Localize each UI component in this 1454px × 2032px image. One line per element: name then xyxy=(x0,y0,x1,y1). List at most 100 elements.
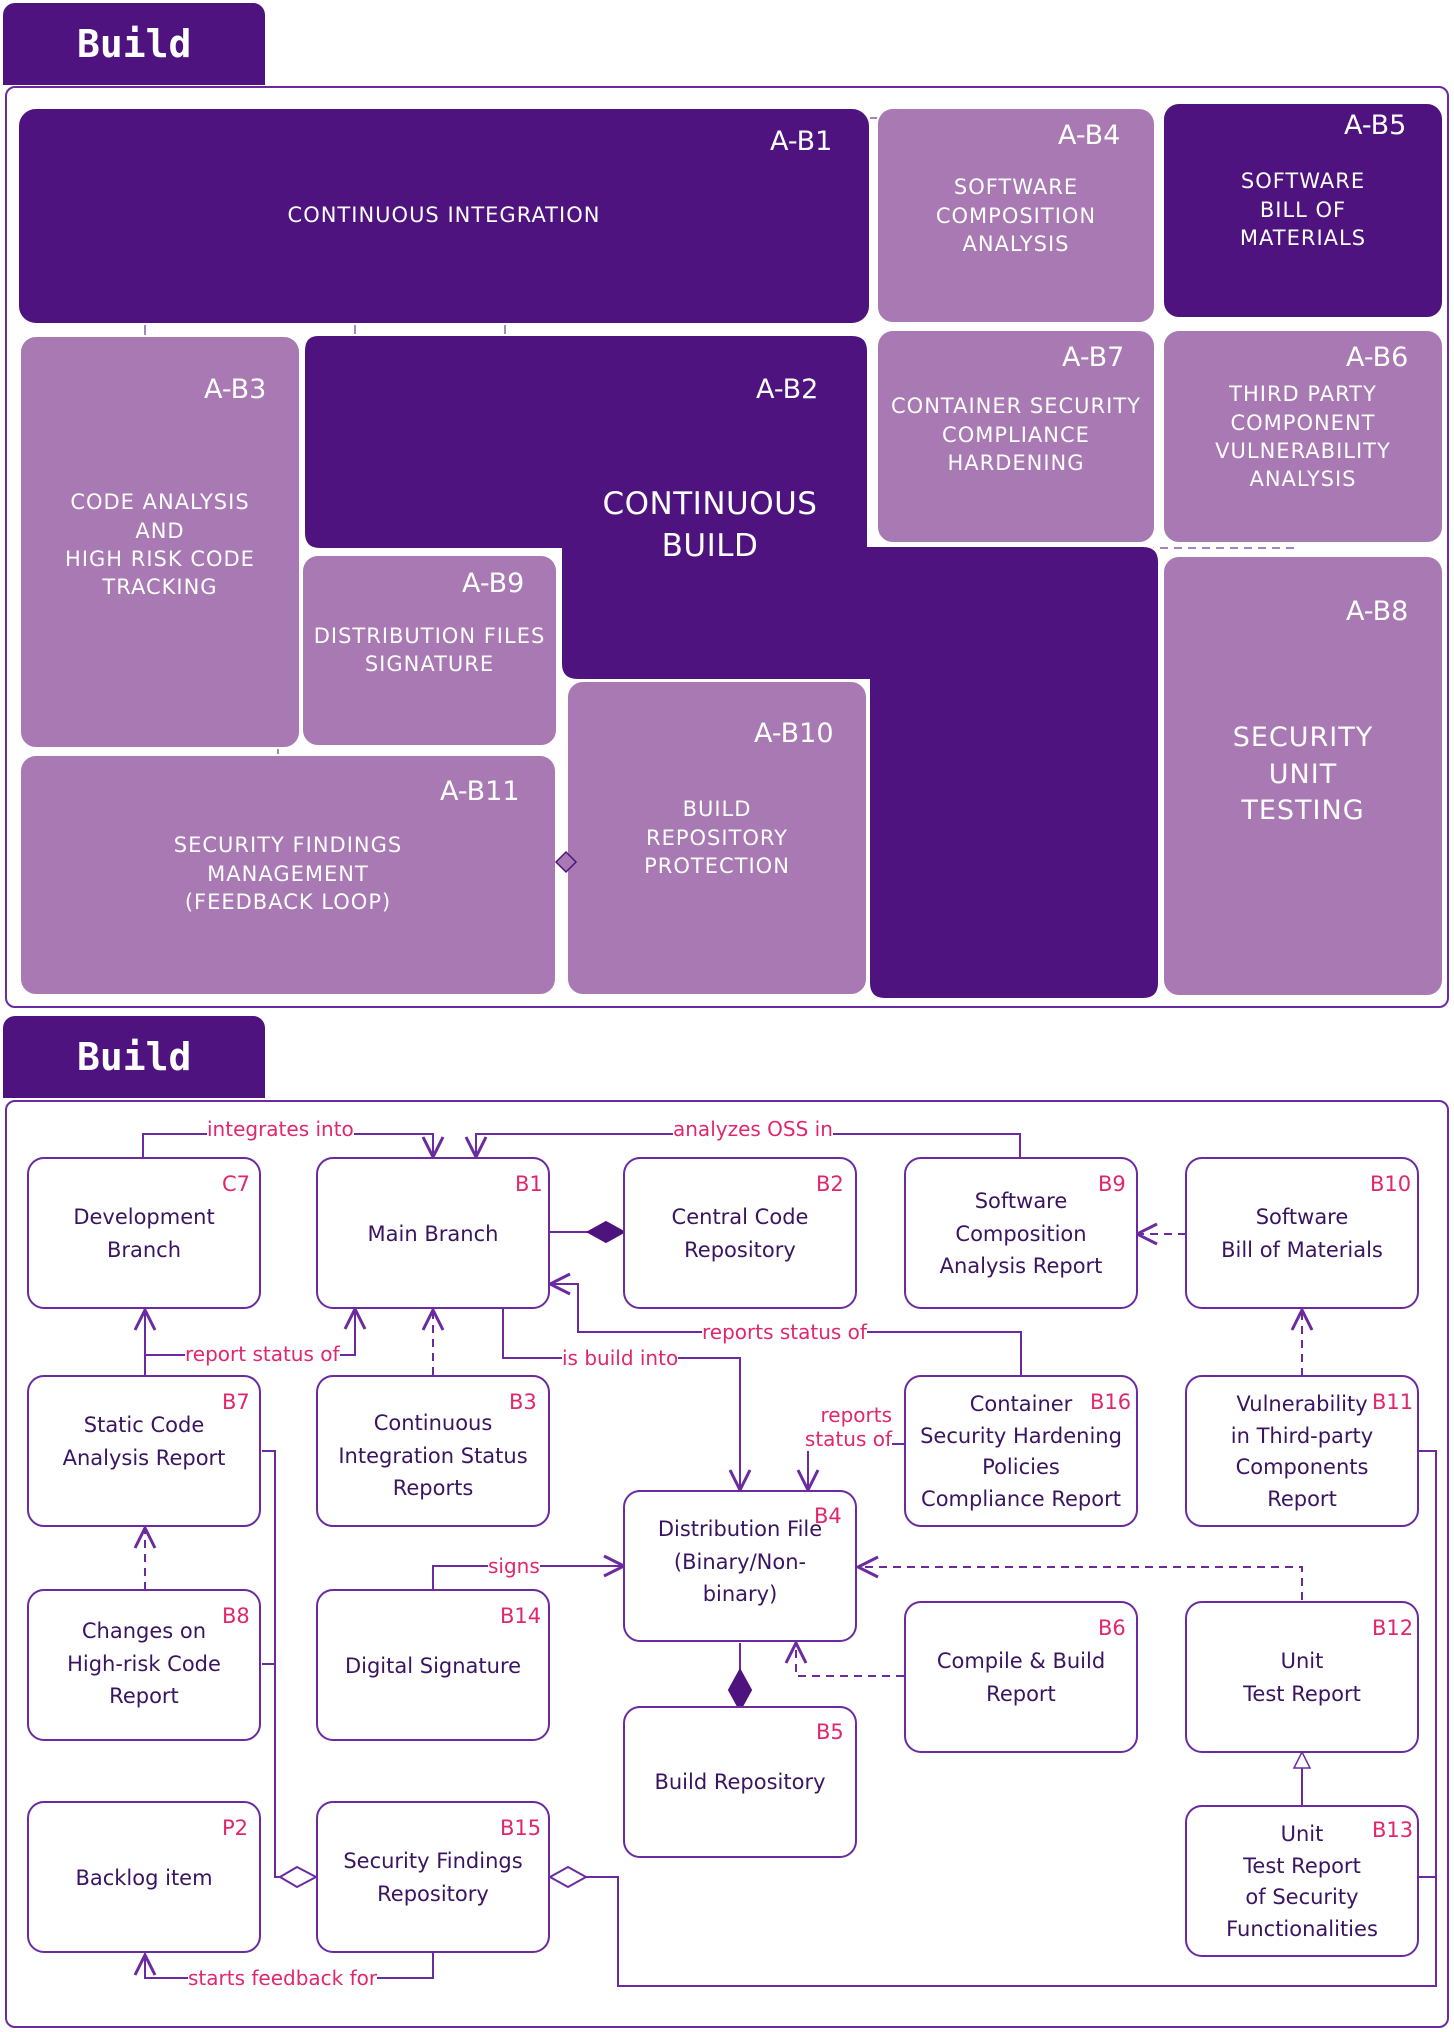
tile-code: A-B8 xyxy=(1346,596,1409,627)
tile-a-b10 xyxy=(566,680,868,996)
tile-a-b8 xyxy=(1162,555,1444,997)
edge-signs xyxy=(432,1566,624,1590)
tile-a-b1 xyxy=(17,107,871,325)
box-label: Distribution File (Binary/Non- binary) xyxy=(657,1517,823,1607)
box-code: B4 xyxy=(814,1504,842,1528)
tile-code: A-B9 xyxy=(462,568,525,599)
tile-label: CONTINUOUS INTEGRATION xyxy=(287,202,601,227)
box-label: Digital Signature xyxy=(344,1653,522,1678)
tile-label: SOFTWARE BILL OF MATERIALS xyxy=(1239,169,1367,251)
tile-a-b5 xyxy=(1162,102,1444,319)
top-capability-map xyxy=(17,102,1444,1000)
box-b3 xyxy=(316,1375,550,1527)
box-code: B7 xyxy=(222,1390,250,1414)
box-label: Build Repository xyxy=(654,1769,826,1794)
box-label: Security Findings Repository xyxy=(343,1849,523,1906)
box-code: B5 xyxy=(816,1720,844,1744)
top-panel-frame xyxy=(5,86,1449,1008)
edge-b6-b4 xyxy=(796,1643,904,1677)
box-b11 xyxy=(1185,1375,1419,1527)
tile-label: CONTINUOUS BUILD xyxy=(602,486,818,564)
box-b16 xyxy=(904,1375,1138,1527)
box-label: Main Branch xyxy=(367,1221,499,1246)
tile-label: SOFTWARE COMPOSITION ANALYSIS xyxy=(935,175,1097,257)
tile-label: SECURITY FINDINGS MANAGEMENT (FEEDBACK L… xyxy=(173,833,403,915)
box-code: B2 xyxy=(816,1172,844,1196)
tile-a-b9 xyxy=(301,554,558,747)
box-c7 xyxy=(27,1157,261,1309)
box-b8 xyxy=(27,1589,261,1741)
tile-a-b4 xyxy=(876,107,1156,324)
box-code: B12 xyxy=(1372,1616,1414,1640)
relation-label: starts feedback for xyxy=(188,1966,378,1990)
top-panel-tab-label: Build xyxy=(77,22,192,66)
relation-label: integrates into xyxy=(207,1117,354,1141)
tile-a-b2 xyxy=(303,334,1160,1000)
tile-code: A-B7 xyxy=(1062,342,1125,373)
box-label: Compile & Build Report xyxy=(936,1649,1106,1706)
box-code: B1 xyxy=(515,1172,543,1196)
tile-code: A-B1 xyxy=(770,126,833,157)
box-b10 xyxy=(1185,1157,1419,1309)
tile-code: A-B11 xyxy=(440,776,520,807)
bottom-panel-frame xyxy=(5,1100,1449,2028)
tile-label: CODE ANALYSIS AND HIGH RISK CODE TRACKIN… xyxy=(65,490,255,600)
relation-label: report status of xyxy=(185,1342,340,1366)
box-label: Development Branch xyxy=(73,1205,215,1262)
box-label: Unit Test Report xyxy=(1243,1649,1361,1706)
box-label: Continuous Integration Status Reports xyxy=(338,1411,528,1501)
relation-label: reports status of xyxy=(800,1403,892,1451)
edge-b12-b4 xyxy=(858,1567,1303,1600)
top-panel-tab: Build xyxy=(3,3,265,85)
box-code: B6 xyxy=(1098,1616,1126,1640)
tile-code: A-B10 xyxy=(754,718,834,749)
box-code: B14 xyxy=(500,1604,542,1628)
box-code: B13 xyxy=(1372,1818,1414,1842)
relation-label: analyzes OSS in xyxy=(673,1117,833,1141)
box-label: Static Code Analysis Report xyxy=(62,1413,226,1470)
box-label: Software Composition Analysis Report xyxy=(939,1189,1103,1279)
box-code: P2 xyxy=(222,1816,249,1840)
box-p2 xyxy=(27,1801,261,1953)
tile-a-b6 xyxy=(1162,329,1444,544)
box-label: Changes on High-risk Code Report xyxy=(67,1619,221,1709)
relation-label: reports status of xyxy=(702,1320,867,1344)
box-code: B10 xyxy=(1370,1172,1412,1196)
box-b14 xyxy=(316,1589,550,1741)
box-b6 xyxy=(904,1601,1138,1753)
box-b1 xyxy=(316,1157,550,1309)
box-code: B9 xyxy=(1098,1172,1126,1196)
tile-code: A-B2 xyxy=(756,374,819,405)
tile-label: DISTRIBUTION FILES SIGNATURE xyxy=(313,623,546,676)
box-label: Container Security Hardening Policies Co… xyxy=(920,1392,1122,1511)
box-b4 xyxy=(623,1490,857,1642)
bottom-panel-tab-label: Build xyxy=(77,1035,192,1079)
box-label: Unit Test Report of Security Functionali… xyxy=(1226,1822,1378,1941)
tile-a-b11 xyxy=(19,754,557,996)
box-b13 xyxy=(1185,1805,1419,1957)
box-code: C7 xyxy=(222,1172,251,1196)
box-b2 xyxy=(623,1157,857,1309)
tile-label: CONTAINER SECURITY COMPLIANCE HARDENING xyxy=(891,394,1141,476)
box-label: Software Bill of Materials xyxy=(1221,1205,1383,1262)
box-b9 xyxy=(904,1157,1138,1309)
box-label: Backlog item xyxy=(75,1865,213,1890)
tile-label: SECURITY UNIT TESTING xyxy=(1232,722,1374,827)
box-code: B16 xyxy=(1090,1390,1132,1414)
box-b12 xyxy=(1185,1601,1419,1753)
box-label: Vulnerability in Third-party Components … xyxy=(1230,1392,1374,1511)
tile-code: A-B6 xyxy=(1346,342,1409,373)
edge-b11-b15 xyxy=(586,1450,1437,1987)
box-b7 xyxy=(27,1375,261,1527)
relation-label: signs xyxy=(488,1554,540,1578)
tile-label: BUILD REPOSITORY PROTECTION xyxy=(644,797,790,879)
box-code: B8 xyxy=(222,1604,250,1628)
box-code: B15 xyxy=(500,1816,542,1840)
tile-code: A-B4 xyxy=(1058,120,1121,151)
tile-code: A-B5 xyxy=(1344,110,1407,141)
box-code: B11 xyxy=(1372,1390,1414,1414)
box-b15 xyxy=(316,1801,550,1953)
edge-reports-status-of xyxy=(550,1284,1022,1376)
tile-a-b7 xyxy=(876,329,1156,544)
